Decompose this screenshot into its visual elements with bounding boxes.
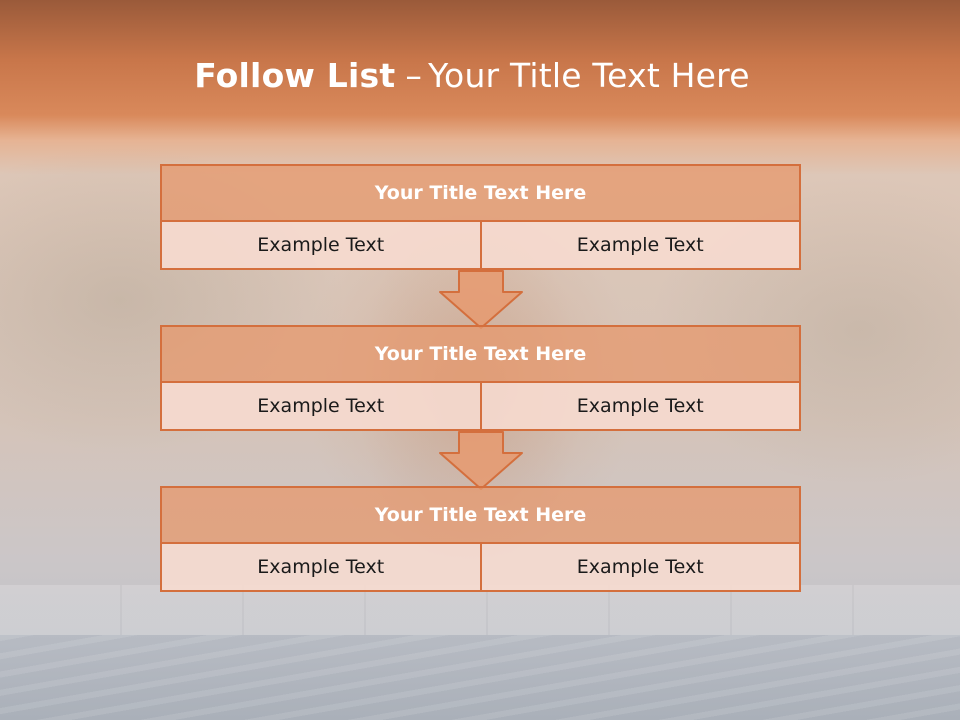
list-box-cell-left: Example Text (162, 222, 480, 268)
list-box-title: Your Title Text Here (162, 327, 799, 383)
list-box-row: Example Text Example Text (162, 544, 799, 590)
list-box-cell-right: Example Text (479, 544, 799, 590)
background-pool-edge (0, 585, 960, 635)
list-box-cell-right: Example Text (479, 383, 799, 429)
list-box-row: Example Text Example Text (162, 383, 799, 429)
slide-title-dash: – (405, 56, 423, 95)
list-box-cell-right: Example Text (479, 222, 799, 268)
list-box-cell-left: Example Text (162, 544, 480, 590)
background-water (0, 635, 960, 720)
list-box-cell-left: Example Text (162, 383, 480, 429)
list-box-title: Your Title Text Here (162, 488, 799, 544)
list-box-1: Your Title Text Here Example Text Exampl… (160, 164, 801, 270)
list-box-row: Example Text Example Text (162, 222, 799, 268)
list-box-title: Your Title Text Here (162, 166, 799, 222)
down-arrow-icon (439, 431, 523, 490)
slide-title: Follow List–Your Title Text Here (0, 56, 944, 95)
list-box-2: Your Title Text Here Example Text Exampl… (160, 325, 801, 431)
list-box-3: Your Title Text Here Example Text Exampl… (160, 486, 801, 592)
slide-title-bold: Follow List (194, 56, 396, 95)
slide-title-text: Your Title Text Here (428, 56, 750, 95)
down-arrow-icon (439, 270, 523, 329)
